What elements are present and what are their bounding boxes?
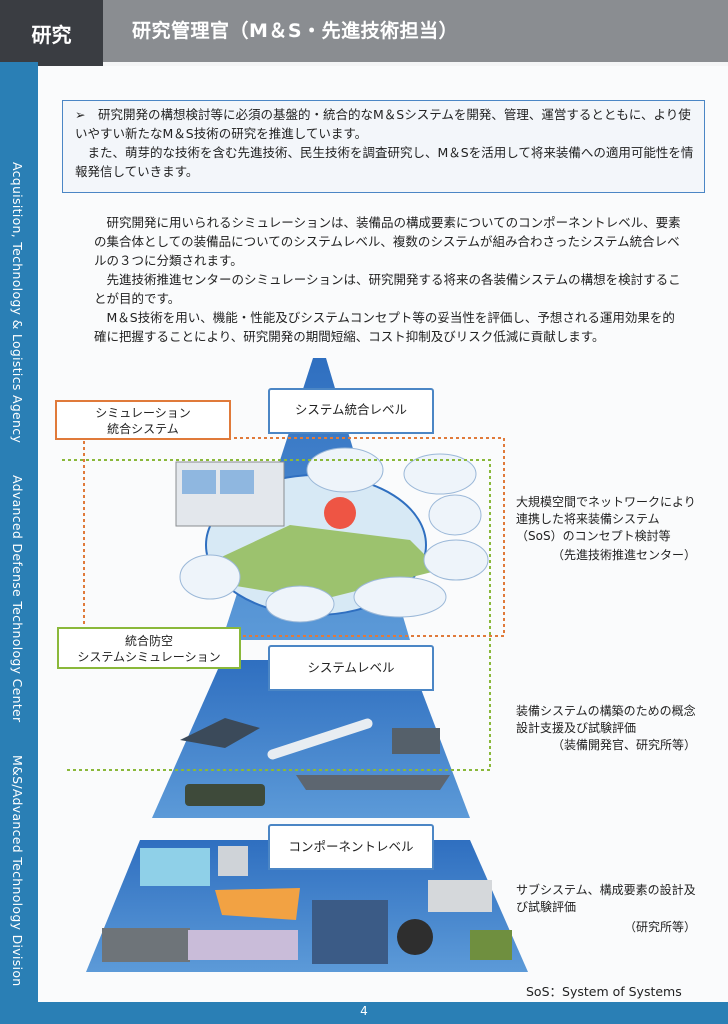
component-org: （研究所等） — [623, 920, 696, 934]
page-title: 研究管理官（M＆S・先進技術担当） — [132, 20, 459, 42]
summary-paragraph-2: また、萌芽的な技術を含む先進技術、民生技術を調査研究し、M＆Sを活用して将来装備… — [75, 145, 694, 179]
page-number: 4 — [360, 1004, 368, 1018]
intro-text: 研究開発に用いられるシミュレーションは、装備品の構成要素についてのコンポーネント… — [94, 213, 684, 346]
section-tab: 研究 — [0, 0, 103, 66]
system-integration-level-label: システム統合レベル — [268, 388, 434, 434]
system-level-label: システムレベル — [268, 645, 434, 691]
agency-name: Acquisition, Technology & Logistics Agen… — [10, 162, 25, 444]
intro-paragraph-3: M＆S技術を用い、機能・性能及びシステムコンセプト等の妥当性を評価し、予想される… — [94, 310, 675, 344]
sim-integrated-callout: シミュレーション 統合システム — [55, 400, 231, 440]
sos-text: 大規模空間でネットワークにより連携した将来装備システム（SoS）のコンセプト検討… — [516, 495, 696, 543]
page-header — [0, 0, 728, 62]
center-name: Advanced Defense Technology Center — [10, 475, 25, 723]
component-text: サブシステム、構成要素の設計及び試験評価 — [516, 883, 696, 914]
system-description: 装備システムの構築のための概念設計支援及び試験評価 （装備開発官、研究所等） — [516, 703, 696, 754]
component-description: サブシステム、構成要素の設計及び試験評価 （研究所等） — [516, 882, 696, 936]
sos-footnote: SoS：System of Systems — [526, 984, 682, 999]
system-text: 装備システムの構築のための概念設計支援及び試験評価 — [516, 704, 696, 735]
intro-paragraph-2: 先進技術推進センターのシミュレーションは、研究開発する将来の各装備システムの構想… — [94, 272, 681, 306]
page-footer — [0, 1002, 728, 1024]
summary-box: ➢ 研究開発の構想検討等に必須の基盤的・統合的なM＆Sシステムを開発、管理、運営… — [62, 100, 705, 193]
sidebar: Acquisition, Technology & Logistics Agen… — [0, 62, 38, 1002]
air-defense-callout: 統合防空 システムシミュレーション — [57, 627, 241, 669]
system-org: （装備開発官、研究所等） — [551, 738, 696, 752]
sos-description: 大規模空間でネットワークにより連携した将来装備システム（SoS）のコンセプト検討… — [516, 494, 696, 564]
summary-paragraph-1: ➢ 研究開発の構想検討等に必須の基盤的・統合的なM＆Sシステムを開発、管理、運営… — [75, 107, 691, 141]
sos-org: （先進技術推進センター） — [551, 548, 696, 562]
component-level-label: コンポーネントレベル — [268, 824, 434, 870]
sidebar-text: Acquisition, Technology & Logistics Agen… — [10, 162, 25, 1015]
intro-paragraph-1: 研究開発に用いられるシミュレーションは、装備品の構成要素についてのコンポーネント… — [94, 215, 681, 268]
division-name: M&S/Advanced Technology Division — [10, 755, 25, 987]
